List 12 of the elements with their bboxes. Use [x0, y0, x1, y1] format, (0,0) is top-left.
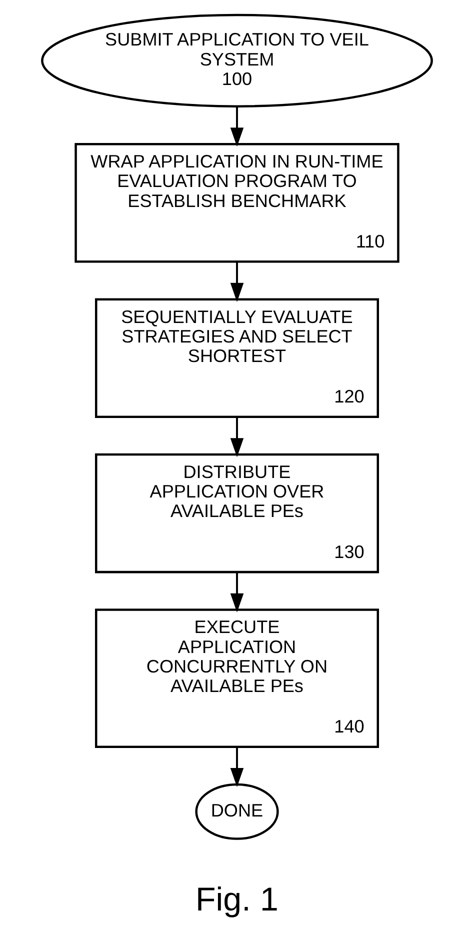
node-ellipse: DONE — [195, 783, 279, 840]
caption: Fig. 1 — [196, 881, 278, 918]
arrow — [230, 572, 244, 612]
arrow — [230, 262, 244, 302]
arrow — [230, 106, 244, 147]
arrow — [230, 746, 244, 788]
node-box: SEQUENTIALLY EVALUATE STRATEGIES AND SELECT SHORTEST 120 — [95, 298, 379, 418]
node-box: EXECUTE APPLICATION CONCURRENTLY ON AVAILABLE PEs 140 — [95, 608, 379, 748]
node-ellipse: SUBMIT APPLICATION TO VEIL SYSTEM 100 — [41, 14, 433, 108]
node-box: WRAP APPLICATION IN RUN-TIME EVALUATION PROGRAM TO ESTABLISH BENCHMARK 110 — [74, 143, 400, 263]
arrow — [230, 417, 244, 458]
node-box: DISTRIBUTE APPLICATION OVER AVAILABLE PEs 130 — [95, 453, 379, 574]
